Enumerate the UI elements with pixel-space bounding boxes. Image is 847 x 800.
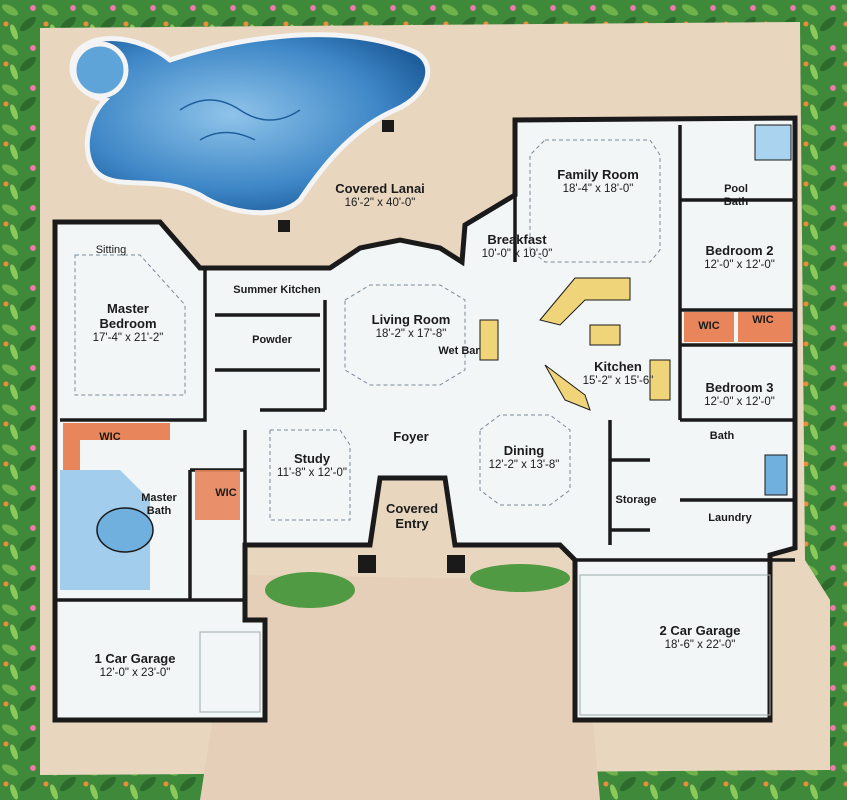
interior-walls <box>55 125 795 602</box>
garage-door-2 <box>579 574 771 716</box>
lanai-column <box>278 220 290 232</box>
flower-bed <box>265 572 355 608</box>
kitchen-island <box>589 324 621 346</box>
lanai-column <box>382 120 394 132</box>
wet-bar-counter <box>479 319 499 361</box>
bath-tub <box>764 454 788 496</box>
wic-bed3 <box>738 312 792 342</box>
driveway <box>200 575 600 800</box>
garage-door-1 <box>199 631 261 713</box>
pool <box>69 32 431 216</box>
master-tub <box>96 507 154 553</box>
spa <box>71 41 129 99</box>
wic-master-1 <box>63 423 170 470</box>
pool-bath-shower <box>754 124 792 161</box>
ceiling-details <box>74 139 661 521</box>
entry-column <box>358 555 376 573</box>
kitchen-counter-lower <box>544 364 591 411</box>
entry-column <box>447 555 465 573</box>
pool-ripple <box>179 99 301 141</box>
flower-bed <box>470 564 570 592</box>
pantry <box>649 359 671 401</box>
kitchen-counter <box>539 277 631 326</box>
wic-master-2 <box>195 470 240 520</box>
wic-bed2 <box>684 312 734 342</box>
